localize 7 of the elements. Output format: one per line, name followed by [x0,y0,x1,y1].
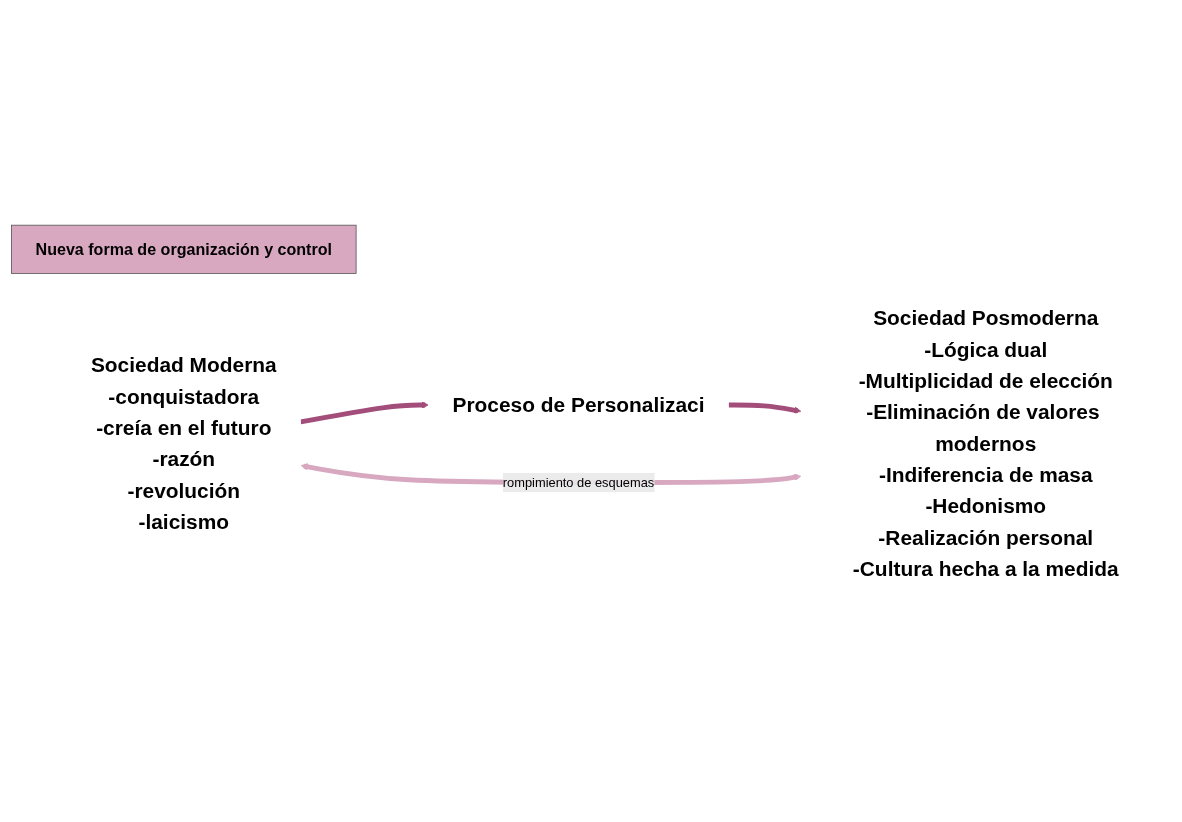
arrow [728,402,802,414]
node-box: Nueva forma de organización y control [11,224,357,274]
edge-label: rompimiento de esquemas [502,475,655,489]
node-text: Sociedad Moderna -conquistadora -creía en el futuro -razón -revolución -laicismo [90,352,277,534]
node-text: Proceso de Personalizaci [452,392,705,417]
node-text: Sociedad Posmoderna -Lógica dual -Multiplicidad de elección -Eliminación de valores modernos -Indiferencia de masa -Hedonismo -Realización personal -Cultura hecha a la medida [852,305,1119,581]
arrow [300,401,429,425]
